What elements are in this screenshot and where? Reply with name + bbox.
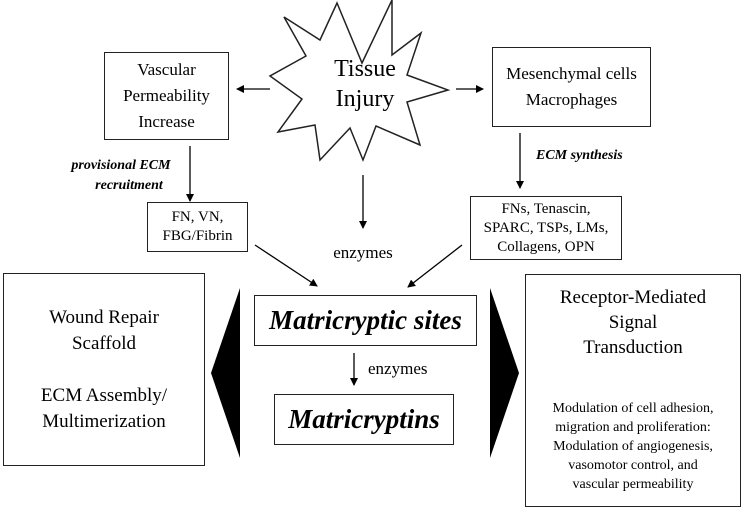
provisional-ecm-line-2: FBG/Fibrin: [162, 228, 233, 244]
enzymes-top-text: enzymes: [333, 243, 393, 262]
receptor-detail-line-1: Modulation of cell adhesion,: [552, 401, 714, 416]
synthesized-ecm-line-3: Collagens, OPN: [497, 238, 595, 255]
synthesized-ecm-line-2: SPARC, TSPs, LMs,: [483, 219, 609, 236]
receptor-title-line-3: Transduction: [583, 337, 683, 358]
mesenchymal-box: Mesenchymal cells Macrophages: [492, 47, 651, 127]
matricryptic-sites-text: Matricryptic sites: [269, 305, 462, 335]
synthesized-ecm-box: FNs, Tenascin, SPARC, TSPs, LMs, Collage…: [470, 196, 622, 260]
arrow-synthesized-to-matricryptic: [407, 244, 463, 288]
wound-repair-line-1: Wound Repair: [49, 306, 159, 328]
mesenchymal-line-2: Macrophages: [525, 90, 618, 109]
receptor-detail-line-5: vascular permeability: [572, 477, 694, 492]
enzymes-bottom-text: enzymes: [368, 359, 428, 378]
arrow-provisional-to-matricryptic: [254, 244, 318, 287]
vascular-line-1: Vascular: [137, 60, 196, 79]
wound-repair-line-4: ECM Assembly/: [40, 384, 168, 406]
receptor-detail-line-4: vasomotor control, and: [568, 458, 698, 473]
ecm-synthesis-text: ECM synthesis: [536, 148, 623, 163]
provisional-label-line-1: provisional ECM: [71, 158, 171, 173]
provisional-label-line-2: recruitment: [95, 178, 163, 193]
receptor-details: Modulation of cell adhesion, migration a…: [553, 399, 714, 494]
tissue-injury-starburst: [268, 0, 451, 163]
tissue-injury-label: Tissue Injury: [300, 54, 430, 114]
tissue-injury-line-1: Tissue: [334, 56, 396, 82]
receptor-signal-box: Receptor-Mediated Signal Transduction Mo…: [525, 274, 741, 507]
provisional-ecm-box: FN, VN, FBG/Fibrin: [147, 202, 248, 252]
left-pointer-triangle: [211, 288, 240, 458]
wound-repair-line-2: Scaffold: [71, 332, 137, 354]
receptor-title-line-1: Receptor-Mediated: [559, 287, 707, 308]
vascular-line-3: Increase: [138, 112, 195, 131]
tissue-injury-line-2: Injury: [335, 86, 395, 112]
vascular-line-2: Permeability: [123, 86, 210, 105]
matricryptic-sites-box: Matricryptic sites: [254, 295, 477, 346]
receptor-title: Receptor-Mediated Signal Transduction: [560, 285, 706, 360]
provisional-recruitment-label: provisional ECM recruitment: [58, 156, 184, 196]
vascular-permeability-box: Vascular Permeability Increase: [104, 52, 229, 140]
enzymes-label-top: enzymes: [320, 240, 406, 266]
wound-repair-box: Wound Repair Scaffold ECM Assembly/ Mult…: [3, 273, 205, 466]
wound-repair-line-5: Multimerization: [42, 410, 166, 432]
mesenchymal-line-1: Mesenchymal cells: [506, 64, 637, 83]
provisional-ecm-line-1: FN, VN,: [171, 209, 224, 225]
matricryptins-text: Matricryptins: [288, 404, 440, 434]
enzymes-label-bottom: enzymes: [368, 356, 448, 382]
synthesized-ecm-line-1: FNs, Tenascin,: [501, 200, 591, 217]
receptor-detail-line-2: migration and proliferation:: [555, 420, 711, 435]
right-pointer-triangle: [490, 288, 519, 458]
ecm-synthesis-label: ECM synthesis: [536, 146, 646, 166]
matricryptins-box: Matricryptins: [274, 394, 454, 445]
receptor-detail-line-3: Modulation of angiogenesis,: [553, 439, 713, 454]
receptor-title-line-2: Signal: [608, 312, 658, 333]
